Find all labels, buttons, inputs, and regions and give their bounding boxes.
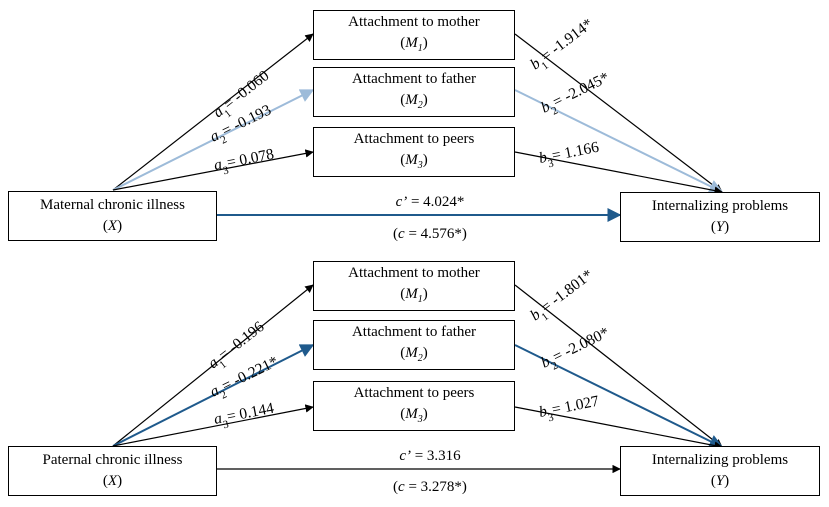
bottom-father-sym: (M2) bbox=[400, 344, 428, 364]
top-mother-sym: (M1) bbox=[400, 34, 428, 54]
top-box-x: Maternal chronic illness (X) bbox=[8, 191, 217, 241]
top-arrow-a1 bbox=[112, 33, 314, 191]
top-y-sym: (Y) bbox=[710, 219, 730, 235]
top-box-mother: Attachment to mother (M1) bbox=[313, 10, 515, 60]
top-arrow-a3 bbox=[112, 149, 314, 191]
bottom-x-label: Paternal chronic illness bbox=[42, 452, 183, 468]
bottom-peers-label: Attachment to peers bbox=[353, 384, 475, 401]
bottom-mother-sym: (M1) bbox=[400, 285, 428, 305]
top-y-label: Internalizing problems bbox=[651, 198, 789, 214]
bottom-box-y: Internalizing problems (Y) bbox=[620, 446, 820, 496]
bottom-box-peers: Attachment to peers (M3) bbox=[313, 381, 515, 431]
bottom-peers-sym: (M3) bbox=[400, 405, 428, 425]
bottom-arrow-b2 bbox=[514, 344, 724, 448]
top-peers-sym: (M3) bbox=[400, 151, 428, 171]
bottom-arrow-a1 bbox=[112, 284, 314, 447]
bottom-arrow-b1 bbox=[514, 284, 723, 448]
top-label-c-total: (c = 4.576*) bbox=[393, 226, 467, 242]
top-label-b2: b2= -2.045* bbox=[538, 69, 614, 121]
top-arrow-b1 bbox=[514, 33, 723, 193]
top-x-label: Maternal chronic illness bbox=[40, 197, 185, 213]
bottom-label-b1: b1= -1.801* bbox=[527, 266, 599, 328]
bottom-box-x: Paternal chronic illness (X) bbox=[8, 446, 217, 496]
bottom-father-label: Attachment to father bbox=[351, 323, 477, 340]
top-arrow-a2 bbox=[112, 89, 315, 191]
top-x-sym: (X) bbox=[102, 218, 123, 234]
top-box-peers: Attachment to peers (M3) bbox=[313, 127, 515, 177]
top-label-a3: a3= 0.078 bbox=[213, 146, 277, 179]
top-arrow-b3 bbox=[514, 151, 723, 195]
bottom-arrow-a2 bbox=[112, 344, 315, 447]
bottom-y-sym: (Y) bbox=[710, 473, 730, 489]
bottom-label-c-prime: c’ = 3.316 bbox=[399, 448, 461, 464]
top-father-label: Attachment to father bbox=[351, 70, 477, 87]
top-box-father: Attachment to father (M2) bbox=[313, 67, 515, 117]
bottom-label-b2: b2= -2.080* bbox=[538, 324, 614, 376]
top-label-c-prime: c’ = 4.024* bbox=[395, 194, 465, 210]
bottom-box-father: Attachment to father (M2) bbox=[313, 320, 515, 370]
bottom-arrow-a3 bbox=[112, 404, 314, 447]
bottom-x-sym: (X) bbox=[102, 473, 123, 489]
top-box-y: Internalizing problems (Y) bbox=[620, 192, 820, 242]
top-label-b1: b1= -1.914* bbox=[527, 15, 599, 77]
bottom-box-mother: Attachment to mother (M1) bbox=[313, 261, 515, 311]
top-father-sym: (M2) bbox=[400, 91, 428, 111]
bottom-label-b3: b3= 1.027 bbox=[538, 393, 602, 426]
top-arrow-b2 bbox=[514, 89, 724, 193]
top-peers-label: Attachment to peers bbox=[353, 130, 475, 147]
top-mother-label: Attachment to mother bbox=[348, 13, 480, 30]
bottom-arrow-b3 bbox=[514, 406, 723, 450]
bottom-label-c-total: (c = 3.278*) bbox=[393, 479, 467, 495]
bottom-y-label: Internalizing problems bbox=[651, 452, 789, 468]
bottom-label-a3: a3= 0.144 bbox=[213, 400, 277, 433]
bottom-mother-label: Attachment to mother bbox=[348, 264, 480, 281]
